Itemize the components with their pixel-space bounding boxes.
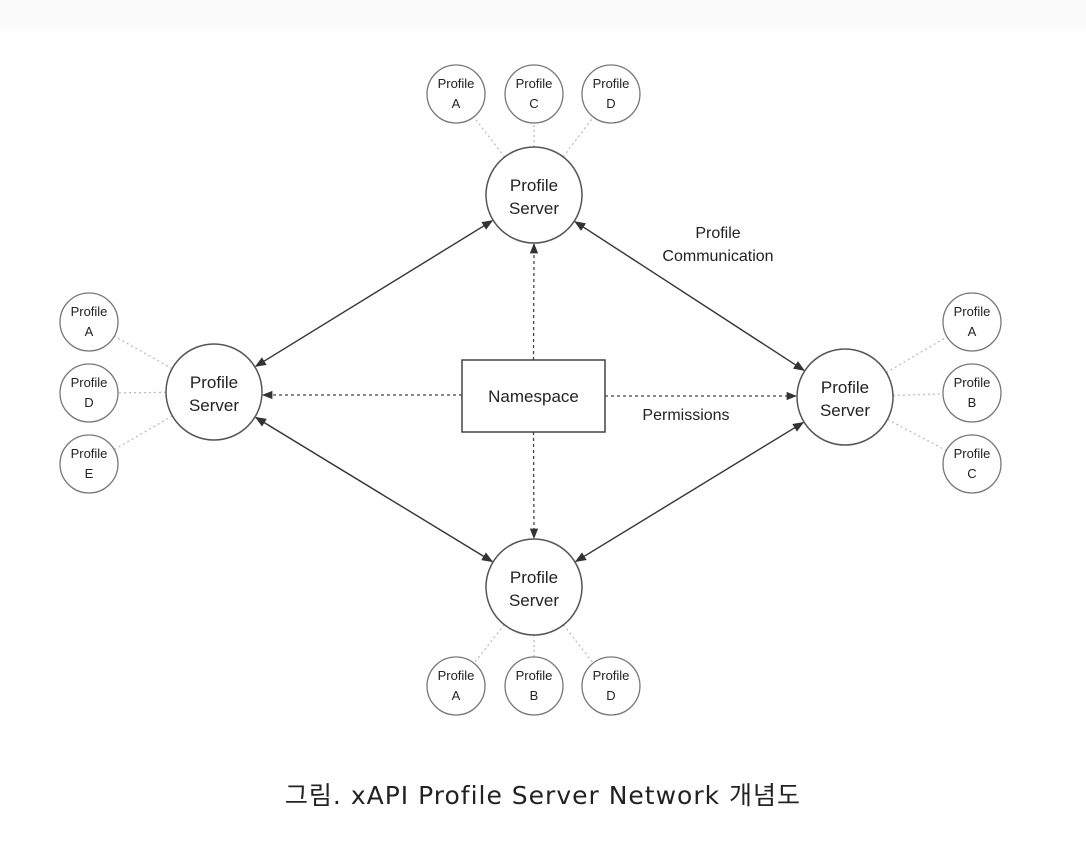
profile-circle <box>59 434 119 494</box>
profile-label-line1: Profile <box>954 304 991 319</box>
server-label-line1: Profile <box>821 378 869 397</box>
profile-label-line1: Profile <box>516 76 553 91</box>
server-circle <box>796 348 894 446</box>
profile-connector-bottom-0 <box>473 624 505 664</box>
profile-circle <box>59 292 119 352</box>
profile-label-line1: Profile <box>71 446 108 461</box>
profile-connector-top-0 <box>473 116 506 158</box>
communication-link-top-left <box>254 220 494 367</box>
profile-label-line1: Profile <box>593 76 630 91</box>
profile-connector-left-0 <box>113 335 173 370</box>
profile-label-line1: Profile <box>516 668 553 683</box>
profile-circle <box>942 434 1002 494</box>
profile-label-line2: D <box>606 96 615 111</box>
communication-label-line2: Communication <box>662 248 773 265</box>
permission-arrow-bottom <box>529 431 539 540</box>
profile-circle <box>59 363 119 423</box>
namespace-node: Namespace <box>461 359 606 433</box>
profile-label-line1: Profile <box>438 668 475 683</box>
profile-label-line1: Profile <box>954 375 991 390</box>
profile-label-line1: Profile <box>593 668 630 683</box>
profile-circle <box>504 656 564 716</box>
profile-label-line2: C <box>529 96 538 111</box>
links-layer <box>113 116 948 664</box>
top-band <box>0 0 1086 30</box>
permission-arrow-top <box>529 242 539 361</box>
profile-circle <box>581 656 641 716</box>
profile-label-line2: D <box>606 688 615 703</box>
profile-connector-left-2 <box>113 415 173 451</box>
profile-label-line2: C <box>967 466 976 481</box>
server-label-line2: Server <box>820 401 870 420</box>
profile-label-line1: Profile <box>438 76 475 91</box>
profile-circle <box>426 64 486 124</box>
profile-label-line2: A <box>452 688 461 703</box>
server-label-line1: Profile <box>190 373 238 392</box>
nodes-layer: ProfileServerProfileAProfileCProfileDPro… <box>59 64 1002 716</box>
communication-label-line1: Profile <box>695 225 740 242</box>
server-circle <box>485 146 583 244</box>
profile-label-line1: Profile <box>71 304 108 319</box>
server-label-line2: Server <box>509 591 559 610</box>
profile-label-line2: B <box>530 688 539 703</box>
profile-label-line2: A <box>85 324 94 339</box>
profile-label-line2: E <box>85 466 94 481</box>
profile-connector-right-2 <box>887 418 947 452</box>
server-label-line1: Profile <box>510 176 558 195</box>
profile-connector-bottom-2 <box>562 624 594 664</box>
profile-label-line2: D <box>84 395 93 410</box>
profile-circle <box>581 64 641 124</box>
profile-connector-right-1 <box>892 393 944 397</box>
server-label-line2: Server <box>189 396 239 415</box>
profile-circle <box>504 64 564 124</box>
figure-caption: 그림. xAPI Profile Server Network 개념도 <box>284 781 802 810</box>
profile-label-line2: B <box>968 395 977 410</box>
profile-label-line2: A <box>452 96 461 111</box>
permissions-label: Permissions <box>642 407 729 424</box>
profile-circle <box>942 292 1002 352</box>
profile-label-line1: Profile <box>71 375 108 390</box>
server-label-line1: Profile <box>510 568 558 587</box>
communication-link-right-bottom <box>574 421 805 563</box>
namespace-box <box>461 359 606 433</box>
profile-connector-right-0 <box>886 336 948 374</box>
communication-link-top-right <box>574 221 805 371</box>
profile-connector-top-2 <box>562 116 594 158</box>
server-circle <box>165 343 263 441</box>
server-circle <box>485 538 583 636</box>
profile-circle <box>426 656 486 716</box>
profile-label-line1: Profile <box>954 446 991 461</box>
profile-label-line2: A <box>968 324 977 339</box>
namespace-label: Namespace <box>488 387 579 406</box>
server-label-line2: Server <box>509 199 559 218</box>
profile-circle <box>942 363 1002 423</box>
communication-link-left-bottom <box>254 416 494 563</box>
